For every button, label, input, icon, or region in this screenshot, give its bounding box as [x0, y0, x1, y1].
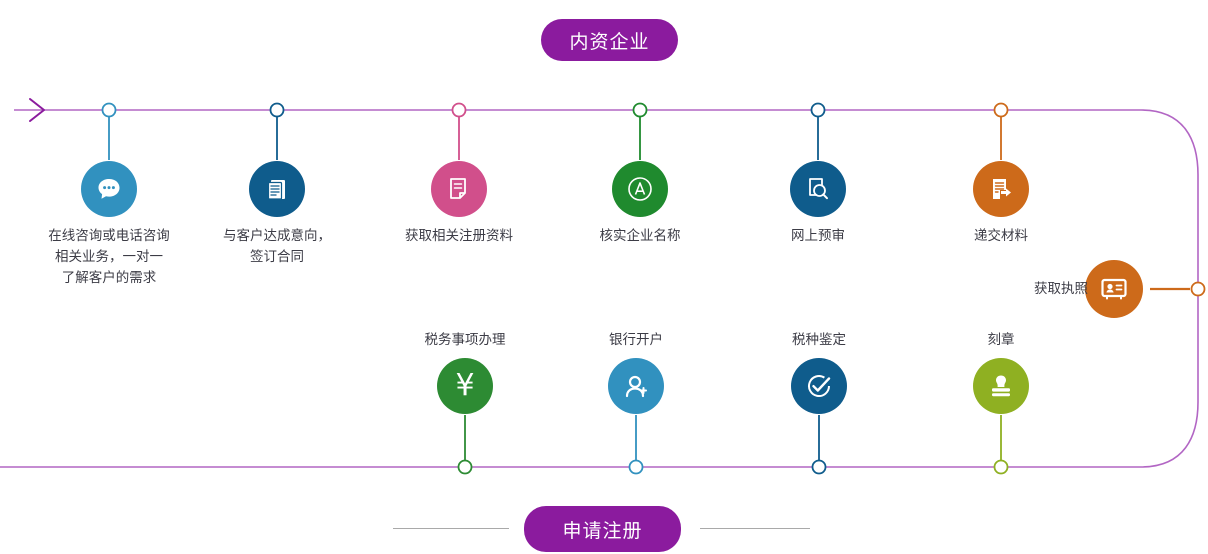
track-marker [451, 102, 467, 118]
node-tax-matters-label: 税务事项办理 [424, 332, 506, 347]
document-send-icon [973, 161, 1029, 217]
documents-icon [249, 161, 305, 217]
document-search-icon [790, 161, 846, 217]
node-submit-label: 递交材料 [974, 228, 1028, 243]
node-consult-label: 在线咨询或电话咨询 相关业务，一对一 了解客户的需求 [48, 228, 170, 285]
track-marker [993, 102, 1009, 118]
right-curve-path [1140, 109, 1199, 468]
badge-bottom-label: 申请注册 [562, 520, 643, 542]
node-bank-account-label: 银行开户 [609, 332, 663, 347]
bottom-connectors [457, 415, 1009, 475]
track-marker [993, 459, 1009, 475]
top-connectors [101, 102, 1009, 160]
badge-rule-right [700, 528, 810, 529]
track-marker [269, 102, 285, 118]
check-circle-icon [791, 358, 847, 414]
stamp-icon [973, 358, 1029, 414]
node-seal-label: 刻章 [987, 332, 1015, 347]
note-page-icon [431, 161, 487, 217]
license-connector [1150, 281, 1206, 297]
letter-a-circle-icon [612, 161, 668, 217]
chevron-right-arrow-icon [29, 98, 45, 122]
badge-bottom[interactable]: 申请注册 [524, 506, 681, 552]
badge-top[interactable]: 内资企业 [541, 19, 678, 61]
user-add-icon [608, 358, 664, 414]
badge-rule-left [393, 528, 509, 529]
track-marker [628, 459, 644, 475]
node-materials-label: 获取相关注册资料 [405, 228, 513, 243]
track-marker [457, 459, 473, 475]
node-tax-type-label: 税种鉴定 [792, 332, 846, 347]
track-marker [101, 102, 117, 118]
license-card-icon [1085, 260, 1143, 318]
yen-icon: ¥ [437, 358, 493, 414]
track-marker [632, 102, 648, 118]
track-marker [811, 459, 827, 475]
track-marker [1190, 281, 1206, 297]
speech-bubble-icon [81, 161, 137, 217]
yen-glyph: ¥ [455, 368, 475, 403]
node-license-label: 获取执照 [1034, 281, 1088, 296]
node-contract-label: 与客户达成意向， 签订合同 [223, 228, 331, 264]
node-name-check-label: 核实企业名称 [599, 228, 681, 243]
track-marker [810, 102, 826, 118]
node-online-review-label: 网上预审 [791, 228, 845, 243]
badge-top-label: 内资企业 [569, 31, 650, 53]
